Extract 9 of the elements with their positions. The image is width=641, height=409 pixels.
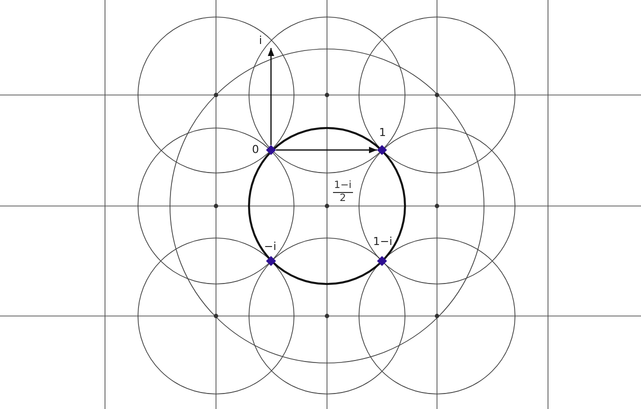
arrow <box>268 48 274 145</box>
fraction-numerator: 1−i <box>333 180 353 193</box>
point-label: i <box>259 34 262 47</box>
point-label: 0 <box>252 143 259 157</box>
point-label: 1 <box>379 126 386 140</box>
fraction-denominator: 2 <box>340 193 346 205</box>
point-label: 1−i <box>373 235 392 249</box>
point-label: −i <box>264 240 276 254</box>
arrow <box>276 146 377 154</box>
